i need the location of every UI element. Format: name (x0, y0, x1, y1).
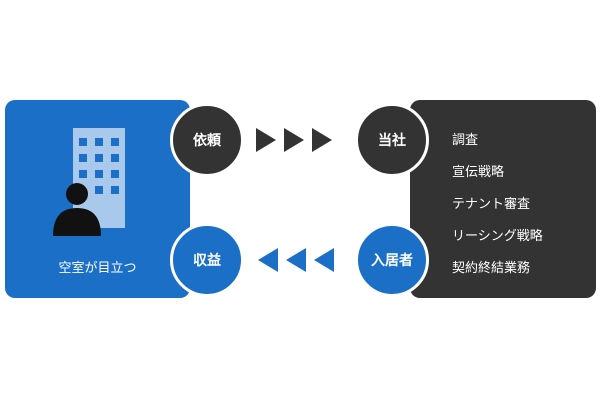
tenant-label: 入居者 (371, 253, 413, 269)
service-item: 宣伝戦略 (452, 165, 505, 180)
request-label: 依頼 (193, 133, 221, 149)
service-item: 調査 (452, 133, 479, 148)
arrow-right-icon (312, 128, 332, 152)
owner-caption: 空室が目立つ (58, 261, 137, 276)
service-item: リーシング戦略 (452, 229, 543, 244)
company-node: 当社 (355, 103, 429, 177)
arrow-left-icon (314, 248, 334, 272)
tenant-node: 入居者 (355, 223, 429, 297)
return-arrows (258, 248, 334, 272)
arrow-left-icon (258, 248, 278, 272)
company-label: 当社 (378, 133, 406, 149)
service-item: 契約終結業務 (452, 261, 531, 276)
owner-panel: 空室が目立つ (5, 100, 190, 298)
arrow-right-icon (284, 128, 304, 152)
building-with-person-icon (51, 128, 131, 238)
services-panel: 調査 宣伝戦略 テナント審査 リーシング戦略 契約終結業務 (410, 100, 596, 298)
revenue-node: 収益 (170, 223, 244, 297)
service-item: テナント審査 (452, 197, 531, 212)
forward-arrows (256, 128, 332, 152)
arrow-left-icon (286, 248, 306, 272)
request-node: 依頼 (170, 103, 244, 177)
services-list: 調査 宣伝戦略 テナント審査 リーシング戦略 契約終結業務 (452, 133, 543, 293)
revenue-label: 収益 (193, 253, 221, 269)
arrow-right-icon (256, 128, 276, 152)
